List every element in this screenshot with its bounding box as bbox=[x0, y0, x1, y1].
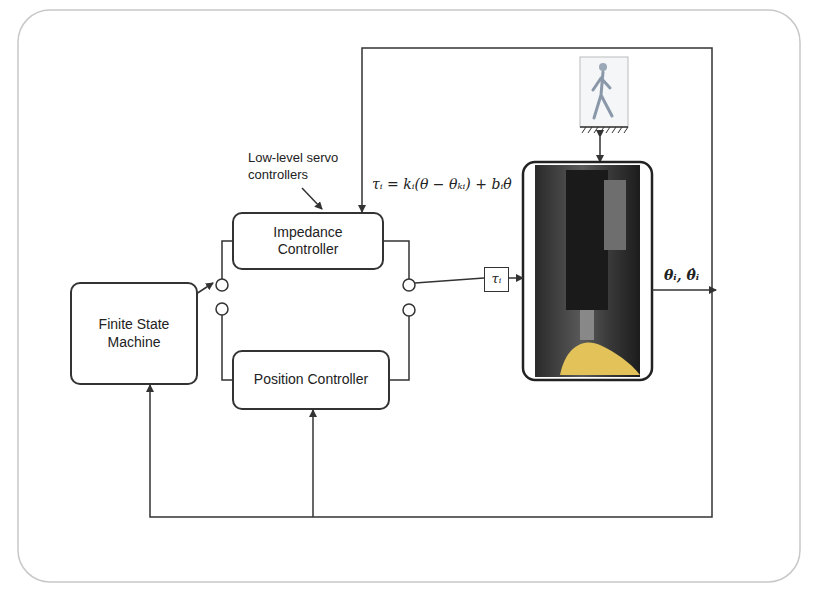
box-text: Finite State Machine bbox=[72, 312, 196, 355]
group-label: Low-level servo controllers bbox=[248, 150, 358, 184]
contact-arrow bbox=[599, 137, 601, 162]
box-text: Position Controller bbox=[246, 367, 376, 393]
output-signal: θᵢ, θ̇ᵢ bbox=[664, 266, 699, 284]
controller-box: Position Controller bbox=[232, 350, 390, 410]
box-text: τᵢ bbox=[489, 270, 505, 288]
walker-figure bbox=[580, 57, 628, 133]
controller-box: Impedance Controller bbox=[232, 212, 384, 270]
prosthesis-photo bbox=[523, 162, 652, 380]
control-law-equation: τᵢ = kᵢ(θ − θₖᵢ) + bᵢθ̇ bbox=[372, 175, 512, 193]
box-text: Impedance Controller bbox=[234, 220, 382, 263]
state-machine-box: Finite State Machine bbox=[70, 282, 198, 385]
outer-frame bbox=[18, 10, 800, 582]
wires bbox=[150, 48, 716, 517]
torque-box: τᵢ bbox=[484, 267, 509, 292]
